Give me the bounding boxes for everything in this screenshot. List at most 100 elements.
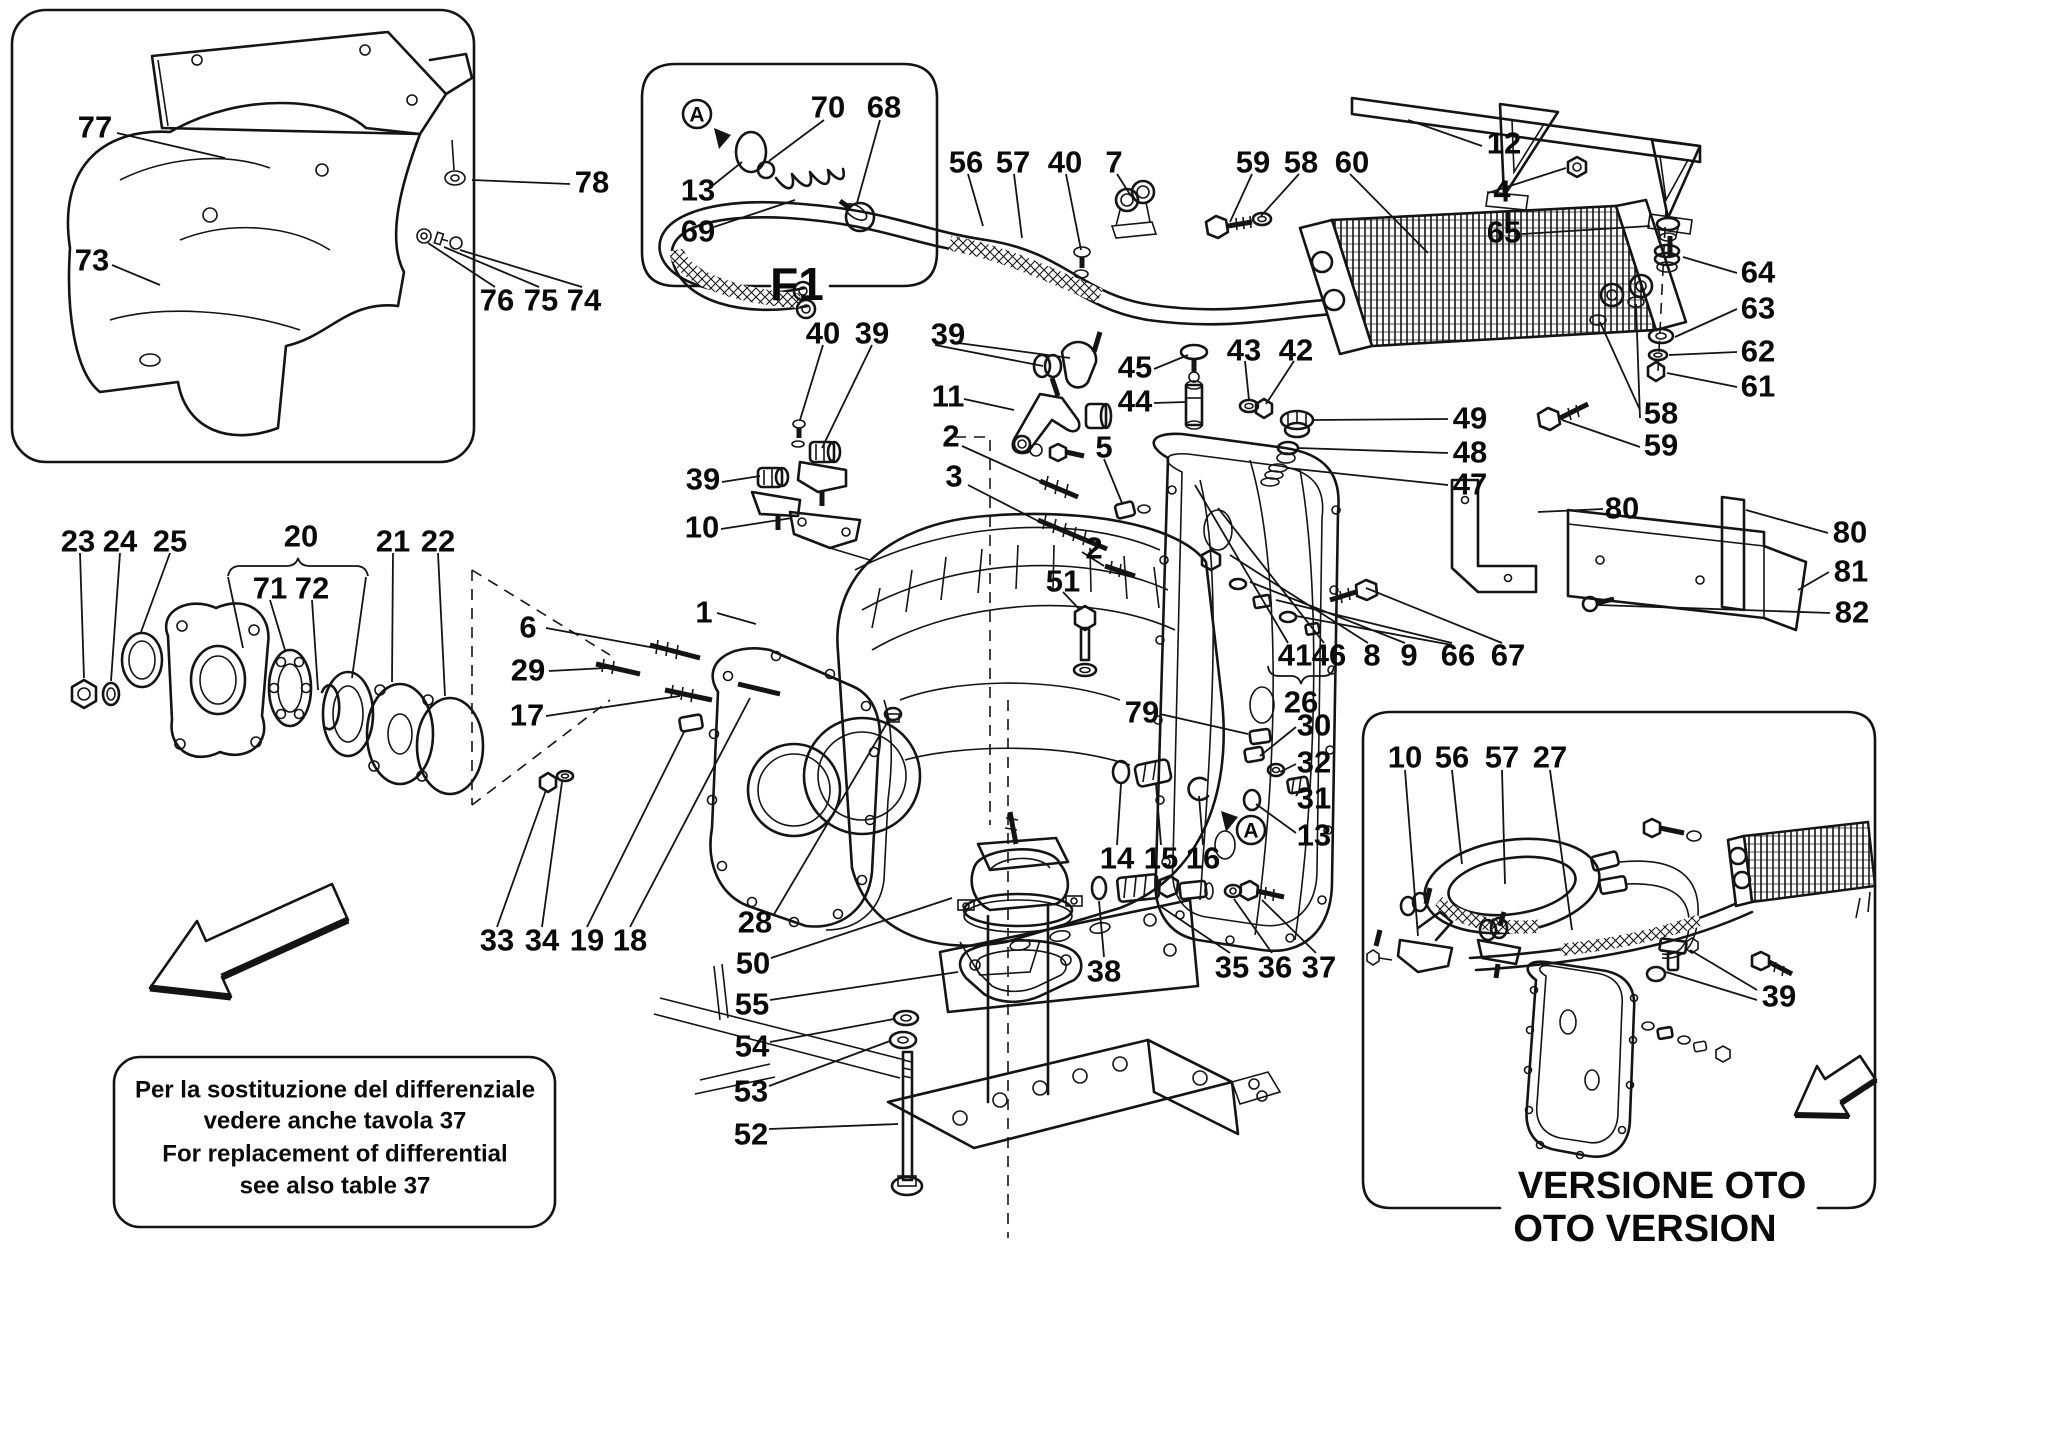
dowel-5-part xyxy=(1113,500,1151,520)
part-label-39: 39 xyxy=(931,317,965,352)
shield-housing-73 xyxy=(66,101,422,437)
part-label-45: 45 xyxy=(1118,350,1152,385)
clamp-7-part xyxy=(1110,179,1158,239)
part-label-54: 54 xyxy=(735,1029,770,1064)
oil-cooler-radiator xyxy=(1298,198,1688,432)
part-label-56: 56 xyxy=(1435,740,1469,775)
part-label-18: 18 xyxy=(613,923,647,958)
ball-70-part xyxy=(756,160,776,180)
part-label-80: 80 xyxy=(1605,491,1639,526)
part-label-16: 16 xyxy=(1186,841,1220,876)
part-label-80: 80 xyxy=(1833,515,1867,550)
plunger-68-part xyxy=(838,198,876,233)
part-label-46: 46 xyxy=(1312,638,1346,673)
part-label-51: 51 xyxy=(1046,564,1080,599)
part-label-63: 63 xyxy=(1741,291,1775,326)
differential-carrier xyxy=(1152,432,1341,953)
nut-23-part xyxy=(70,678,98,710)
note-box: Per la sostituzione del differenziale ve… xyxy=(112,1055,557,1229)
f1-inset-box xyxy=(640,62,939,288)
washer-53-part xyxy=(888,1030,918,1050)
washers-63-62-nut-61 xyxy=(1646,327,1675,383)
part-label-20: 20 xyxy=(284,519,318,554)
o-ring-13-part xyxy=(734,130,768,174)
detail-marker-a-main: A xyxy=(1243,820,1258,843)
stud-extra xyxy=(737,681,781,697)
part-label-35: 35 xyxy=(1215,950,1249,985)
oto-fitting-row xyxy=(1641,1021,1731,1063)
part-label-25: 25 xyxy=(153,524,187,559)
part-label-53: 53 xyxy=(734,1074,768,1109)
bolt-51-part xyxy=(1072,604,1098,678)
stud-2b-part xyxy=(1104,560,1136,579)
stud-2a-part xyxy=(1039,475,1079,500)
part-label-8: 8 xyxy=(1363,638,1380,673)
part-label-58: 58 xyxy=(1284,145,1318,180)
stud-6-part xyxy=(649,639,701,661)
grommet-39-left-part xyxy=(756,466,790,489)
bolt-59b-part xyxy=(1536,401,1590,432)
bracket-10-part xyxy=(788,510,871,561)
part-label-30: 30 xyxy=(1297,708,1331,743)
part-label-59: 59 xyxy=(1236,145,1270,180)
detail-a-circle-f1 xyxy=(681,98,713,130)
part-label-28: 28 xyxy=(738,905,772,940)
detail-a-arrow-main xyxy=(1221,811,1238,832)
part-label-38: 38 xyxy=(1087,954,1121,989)
part-label-64: 64 xyxy=(1741,255,1776,290)
part-label-47: 47 xyxy=(1453,467,1487,502)
screw-82-part xyxy=(1581,595,1615,613)
part-label-2: 2 xyxy=(942,419,959,454)
washer-24-part xyxy=(101,681,121,707)
part-label-22: 22 xyxy=(421,524,455,559)
part-label-29: 29 xyxy=(511,653,545,688)
screw-40c-part xyxy=(791,419,806,448)
oto-bolt-washer-top xyxy=(1642,817,1702,842)
part-label-6: 6 xyxy=(519,610,536,645)
washer-58-part xyxy=(1251,211,1273,227)
washer-54-part xyxy=(892,1009,920,1027)
part-label-3: 3 xyxy=(945,459,962,494)
oto-radiator xyxy=(1726,820,1877,919)
brace-20 xyxy=(227,557,369,577)
part-label-9: 9 xyxy=(1400,638,1417,673)
part-label-50: 50 xyxy=(736,946,770,981)
bearing-rear-part xyxy=(321,670,375,758)
cooler-bracket-12 xyxy=(1350,96,1702,383)
stud-17-part xyxy=(664,684,713,703)
bushing-79-part xyxy=(1248,727,1272,746)
sensor-38-35-36-37-row xyxy=(1090,873,1285,903)
part-label-2: 2 xyxy=(1085,531,1102,566)
gasket-55-part xyxy=(958,939,1083,1004)
heat-shield-inset-box xyxy=(10,8,476,464)
lever-11-part xyxy=(1011,377,1113,463)
note-line-2: vedere anche tavola 37 xyxy=(204,1108,467,1135)
stud-29-part xyxy=(595,658,641,677)
part-label-67: 67 xyxy=(1491,638,1525,673)
part-label-36: 36 xyxy=(1258,950,1292,985)
part-label-14: 14 xyxy=(1100,841,1135,876)
radiator-unions-58 xyxy=(1589,273,1654,326)
part-label-70: 70 xyxy=(811,90,845,125)
part-label-41: 41 xyxy=(1278,638,1312,673)
part-label-23: 23 xyxy=(61,524,95,559)
stud-3-part xyxy=(1037,514,1108,552)
part-label-40: 40 xyxy=(1048,145,1082,180)
detail-marker-a-f1: A xyxy=(689,104,704,127)
nut-4-part xyxy=(1566,155,1588,179)
engine-mount-assembly xyxy=(883,706,1083,1197)
valve-14-15-16-row xyxy=(1111,758,1210,802)
part-label-52: 52 xyxy=(734,1117,768,1152)
oto-caption-line-2: OTO VERSION xyxy=(1513,1208,1776,1250)
part-label-17: 17 xyxy=(510,698,544,733)
guard-bracket-80-left xyxy=(1450,478,1538,594)
part-label-55: 55 xyxy=(735,987,769,1022)
part-label-78: 78 xyxy=(575,165,609,200)
part-label-57: 57 xyxy=(996,145,1030,180)
part-label-31: 31 xyxy=(1297,781,1331,816)
part-label-71: 71 xyxy=(253,571,287,606)
grommet-39-mid-part xyxy=(808,440,842,464)
part-label-79: 79 xyxy=(1125,695,1159,730)
